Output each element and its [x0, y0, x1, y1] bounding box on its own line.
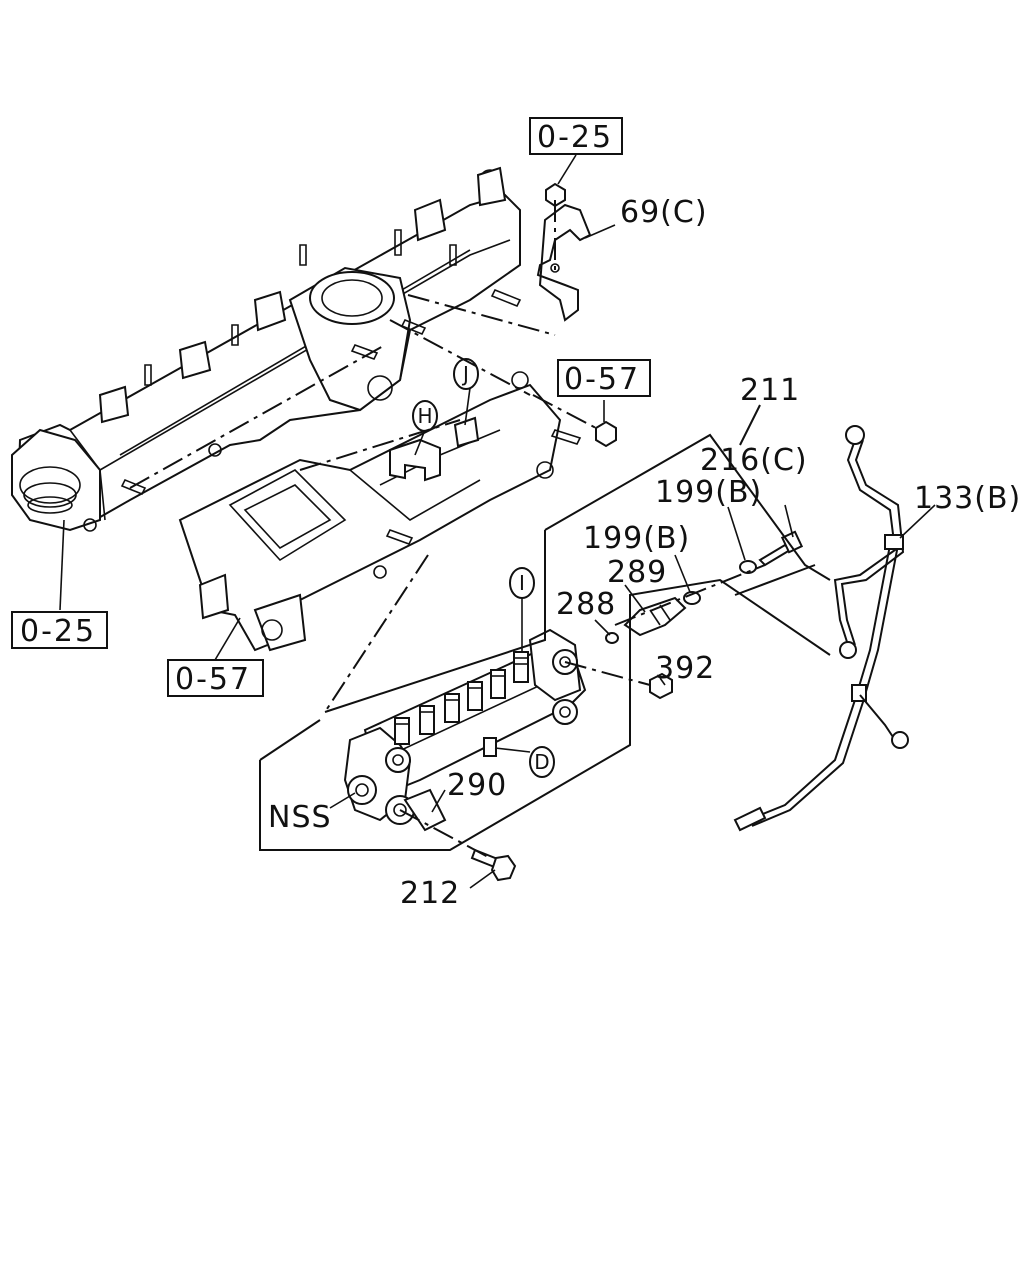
ref-box-left-label: 0-25 — [20, 614, 96, 649]
callout-216c: 216(C) — [700, 443, 808, 478]
callout-288: 288 — [556, 587, 616, 622]
callout-labels: 69(C) 211 216(C) 199(B) 199(B) 133(B) 28… — [268, 195, 1021, 911]
circle-marker-d: D — [529, 746, 555, 778]
intake-manifold — [11, 166, 522, 532]
circle-marker-h: H — [412, 400, 438, 432]
assembly-outline-211 — [259, 404, 831, 851]
circle-marker-j: J — [453, 358, 479, 390]
callout-211: 211 — [740, 373, 800, 408]
callout-69c: 69(C) — [620, 195, 708, 230]
callout-289: 289 — [607, 555, 667, 590]
callout-290: 290 — [447, 768, 507, 803]
callout-392: 392 — [655, 651, 715, 686]
bracket-69c — [536, 203, 592, 322]
callout-199b-lower: 199(B) — [583, 521, 690, 556]
ref-box-top-label: 0-25 — [537, 120, 613, 155]
circle-marker-i-label: I — [519, 571, 525, 595]
fuel-pipe-133b — [733, 425, 909, 832]
fuel-rail — [343, 628, 587, 832]
callout-212: 212 — [400, 876, 460, 911]
ref-box-top: 0-25 — [529, 117, 623, 155]
callout-nss: NSS — [268, 800, 332, 835]
circle-marker-j-label: J — [461, 362, 469, 386]
ref-box-lower: 0-57 — [167, 659, 264, 697]
ref-box-right-upper-label: 0-57 — [564, 362, 640, 397]
ref-box-lower-label: 0-57 — [175, 662, 251, 697]
ref-box-right-upper: 0-57 — [557, 359, 651, 397]
leader-lines — [59, 154, 936, 889]
callout-133b: 133(B) — [914, 481, 1021, 516]
circle-marker-h-label: H — [417, 404, 432, 428]
circle-marker-i: I — [509, 567, 535, 599]
ref-box-left: 0-25 — [11, 611, 108, 649]
callout-199b-upper: 199(B) — [655, 475, 762, 510]
intake-lower-section — [178, 371, 582, 652]
circle-marker-d-label: D — [534, 750, 549, 774]
